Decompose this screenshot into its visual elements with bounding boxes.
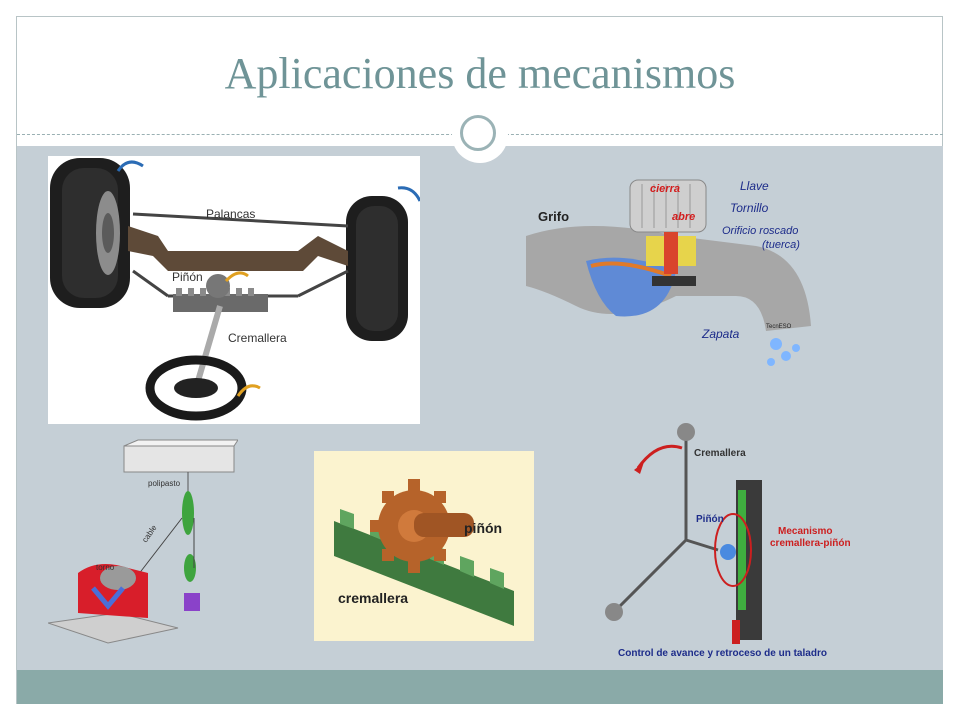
pinion-gear-icon [370, 479, 474, 573]
rack-icon [738, 490, 746, 610]
label-rack: Cremallera [228, 331, 287, 345]
label-rack: cremallera [338, 590, 408, 606]
label-brand: TecnESO [766, 324, 792, 330]
steering-mechanism-image: Palancas Piñón Cremallera [48, 156, 420, 424]
left-wheel-icon [50, 158, 130, 308]
steering-wheel-icon [145, 355, 247, 421]
label-close: cierra [650, 183, 680, 195]
divider-ring-icon [452, 107, 508, 163]
rack-icon [334, 521, 514, 626]
slide-title: Aplicaciones de mecanismos [224, 49, 736, 98]
rack-pinion-image: piñón cremallera [314, 451, 534, 641]
drill-feed-image: Cremallera Piñón Mecanismo cremallera-pi… [605, 423, 851, 659]
right-wheel-icon [346, 196, 408, 341]
rotation-arrow-icon [116, 160, 144, 172]
label-pinion: piñón [464, 520, 502, 536]
pinion-icon [720, 544, 736, 560]
rotation-arrow-icon [636, 444, 683, 469]
label-key: Llave [740, 179, 769, 193]
label-levers: Palancas [206, 207, 255, 221]
caption: Control de avance y retroceso de un tala… [618, 648, 827, 659]
footer-bar [17, 670, 943, 704]
label-cable: cable [140, 523, 159, 544]
label-nut-line1: Orificio roscado [722, 225, 798, 237]
weight-icon [184, 593, 200, 611]
label-hoist: polipasto [148, 479, 181, 488]
label-screw: Tornillo [730, 201, 769, 215]
rack-bar-icon [173, 294, 268, 312]
label-winch: torno [96, 563, 115, 572]
label-mech-line2: cremallera-piñón [770, 538, 851, 549]
label-nut-line2: (tuerca) [762, 239, 800, 251]
pinion-gear-icon [206, 274, 230, 298]
shoe-icon [652, 276, 696, 286]
handle-ball-icon [677, 423, 695, 441]
label-mech-line1: Mecanismo [778, 526, 832, 537]
label-pinion: Piñón [696, 514, 724, 525]
label-shoe: Zapata [701, 327, 740, 341]
pulley-icon [182, 491, 194, 535]
label-pinion: Piñón [172, 270, 203, 284]
tap-mechanism-image: Grifo cierra abre Llave Tornillo Orifici… [526, 179, 811, 366]
hoist-winch-image: polipasto cable torno [48, 439, 238, 644]
label-open: abre [672, 211, 695, 223]
label-tap: Grifo [538, 209, 569, 224]
label-rack: Cremallera [694, 448, 746, 459]
screw-icon [664, 232, 678, 274]
